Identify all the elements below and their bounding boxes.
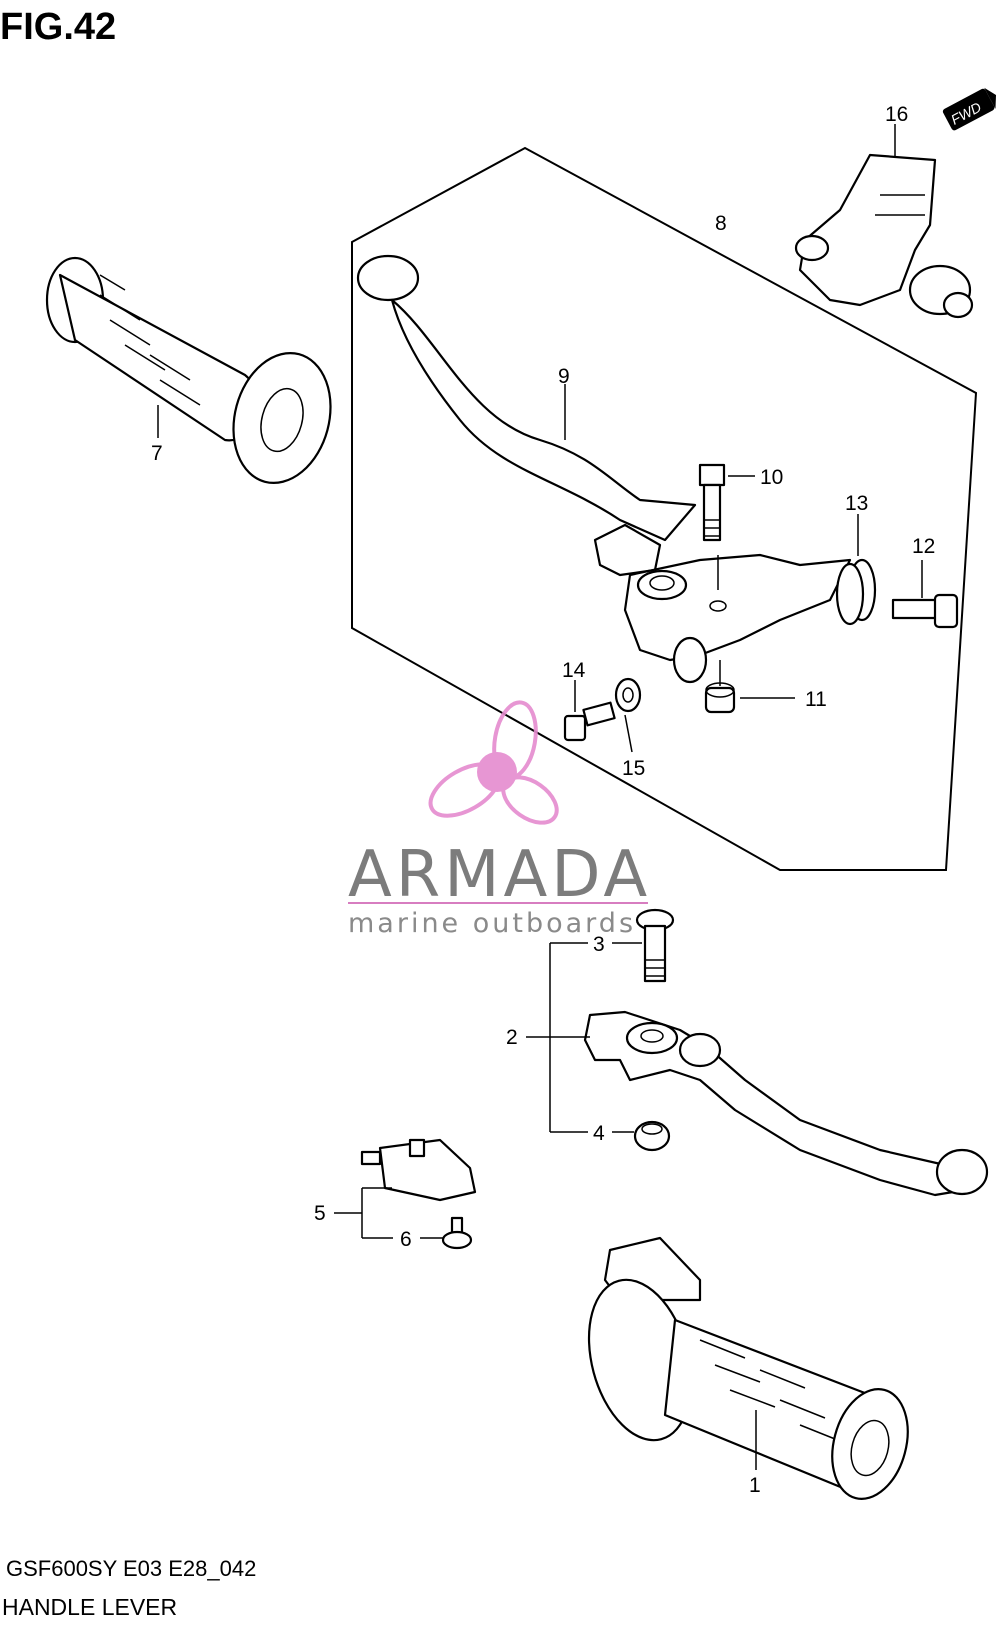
footer-model-code: GSF600SY E03 E28_042: [6, 1556, 257, 1581]
callout-10: 10: [760, 466, 783, 489]
screw-6: [441, 1216, 473, 1250]
lever-9: [356, 254, 697, 542]
footer-section-name: HANDLE LEVER: [2, 1594, 178, 1620]
callout-bracket-2-3-4: [526, 942, 642, 1133]
nut-11: [704, 682, 736, 714]
callout-9: 9: [558, 365, 570, 388]
part-16: [794, 153, 974, 319]
callout-16: 16: [885, 103, 908, 126]
lever-bracket: [593, 523, 852, 684]
assembly-8-outline: [351, 146, 978, 871]
grip-7: [45, 256, 332, 485]
watermark-brand: ARMADA: [348, 838, 652, 912]
callout-13: 13: [845, 492, 868, 515]
bolt-14: [563, 701, 616, 742]
adjuster-13: [835, 558, 877, 626]
callout-3: 3: [593, 933, 605, 956]
callout-15: 15: [622, 757, 645, 780]
washer-15: [614, 677, 642, 713]
watermark-rule: [348, 902, 648, 904]
callout-14: 14: [562, 659, 586, 682]
callout-6: 6: [400, 1228, 412, 1251]
fwd-direction-badge: FWD: [942, 87, 997, 131]
callout-1: 1: [749, 1474, 761, 1497]
figure-title: FIG.42: [0, 6, 117, 48]
callout-8: 8: [715, 212, 727, 235]
grip-1: [587, 1236, 909, 1500]
bolt-10: [698, 463, 726, 542]
bolt-3: [635, 908, 675, 983]
callout-bracket-5-6: [334, 1187, 443, 1239]
switch-5: [360, 1138, 477, 1202]
lever-2: [583, 1010, 989, 1197]
callout-12: 12: [912, 535, 935, 558]
screw-12: [891, 593, 959, 629]
callout-7: 7: [151, 442, 163, 465]
nut-4: [633, 1120, 671, 1152]
armada-logo-icon: [428, 700, 559, 825]
callout-2: 2: [506, 1026, 518, 1049]
callout-4: 4: [593, 1122, 605, 1145]
callout-5: 5: [314, 1202, 326, 1225]
callout-11: 11: [805, 688, 827, 711]
watermark-tagline: marine outboards: [348, 908, 637, 939]
